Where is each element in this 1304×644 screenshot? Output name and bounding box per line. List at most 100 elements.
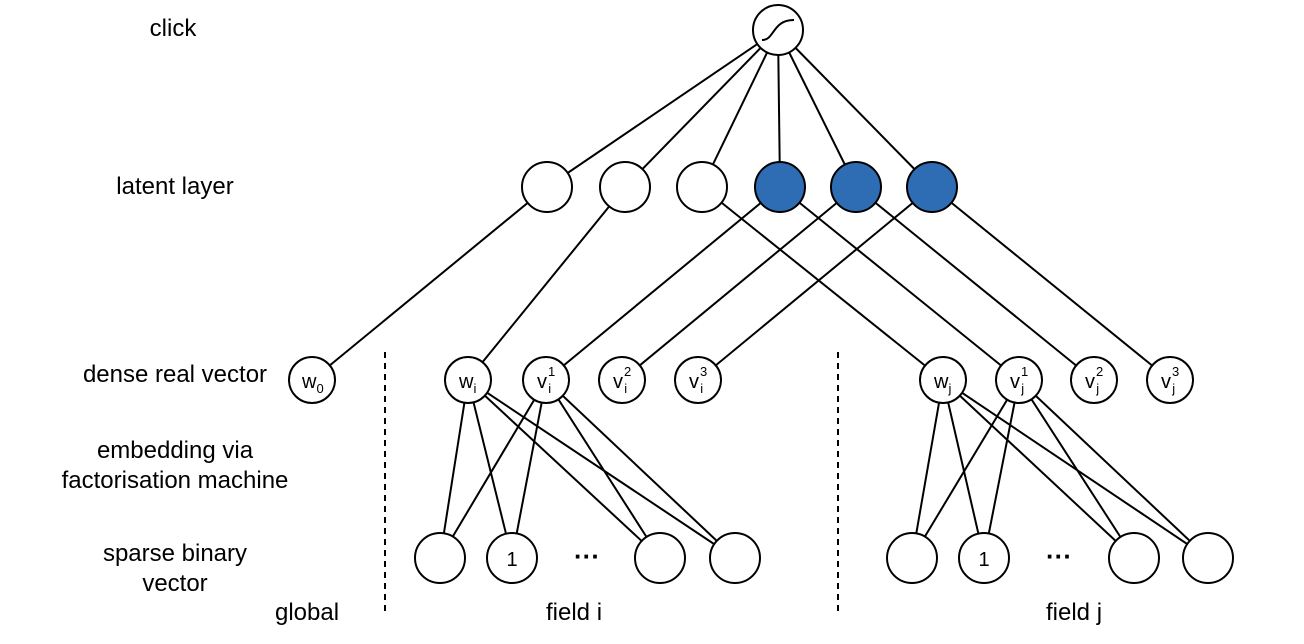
- edge-latent-dense: [779, 186, 1020, 381]
- edges: [311, 29, 1209, 559]
- sparse-node-active: 1: [958, 532, 1010, 584]
- dense-node-sub: j: [1095, 381, 1099, 396]
- sparse-node-active: 1: [486, 532, 538, 584]
- svg-text:v3j: v3j: [1161, 364, 1179, 396]
- sparse-node: [414, 532, 466, 584]
- dense-node-base: w: [458, 371, 474, 393]
- svg-text:v1j: v1 j: [1010, 364, 1028, 396]
- edge-click-latent: [701, 29, 779, 188]
- sparse-node-value: 1: [506, 549, 517, 571]
- edge-dense-sparse: [942, 379, 1135, 559]
- dense-node-base: v: [1010, 371, 1020, 393]
- sparse-node: [634, 532, 686, 584]
- dense-node-vi1: v1 i: [522, 356, 570, 404]
- dense-node-vj1: v1 j: [995, 356, 1043, 404]
- label-embedding: embedding via factorisation machine: [30, 436, 320, 496]
- latent-layer: [521, 161, 958, 213]
- dense-node-base: v: [689, 371, 699, 393]
- dense-node-w0: w0: [288, 356, 336, 404]
- latent-node-filled: [906, 161, 958, 213]
- edge-dense-sparse: [545, 379, 736, 559]
- dense-node-sup: 1: [548, 364, 555, 379]
- dense-node-sub: i: [548, 381, 551, 396]
- edge-dense-sparse: [1018, 379, 1135, 559]
- edge-latent-dense: [701, 186, 944, 381]
- latent-node: [521, 161, 573, 213]
- edge-dense-sparse: [511, 379, 547, 559]
- edge-click-latent: [777, 29, 781, 188]
- dense-node-base: v: [613, 371, 623, 393]
- label-embedding-line1: embedding via: [96, 437, 254, 464]
- edge-dense-sparse: [983, 379, 1020, 559]
- dense-node-sub: i: [700, 381, 703, 396]
- dense-node-sub: 0: [316, 381, 323, 396]
- dense-node-base: v: [1161, 371, 1171, 393]
- edge-dense-sparse: [467, 379, 661, 559]
- dense-node-wi: wi: [444, 356, 492, 404]
- dense-node-sub: i: [473, 381, 476, 396]
- edge-click-latent: [624, 29, 779, 188]
- sparse-node: [1108, 532, 1160, 584]
- label-field-i: field i: [546, 599, 603, 626]
- latent-node: [676, 161, 728, 213]
- edge-dense-sparse: [911, 379, 1020, 559]
- dense-node-sup: 1: [1021, 364, 1028, 379]
- edge-dense-sparse: [911, 379, 944, 559]
- svg-text:wi: wi: [458, 371, 476, 396]
- edge-click-latent: [777, 29, 933, 188]
- edge-dense-sparse: [467, 379, 736, 559]
- svg-text:wj: wj: [933, 371, 951, 396]
- label-sparse-line2: vector: [142, 570, 208, 597]
- dense-node-sub: j: [1020, 381, 1024, 396]
- edge-dense-sparse: [545, 379, 661, 559]
- dense-node-sub: i: [624, 381, 627, 396]
- edge-dense-sparse: [439, 379, 547, 559]
- sparse-node: [1182, 532, 1234, 584]
- dense-node-base: v: [1085, 371, 1095, 393]
- sigmoid-icon: [761, 19, 795, 41]
- edge-latent-dense: [855, 186, 1095, 381]
- dense-node-sup: 3: [700, 364, 707, 379]
- click-node: [752, 4, 804, 56]
- latent-node-filled: [830, 161, 882, 213]
- svg-text:v2i: v2 i: [613, 364, 631, 396]
- latent-node-filled: [754, 161, 806, 213]
- edge-dense-sparse: [942, 379, 985, 559]
- label-dense-real-vector: dense real vector: [82, 361, 268, 388]
- edge-latent-dense: [311, 186, 548, 381]
- svg-text:v3i: v3 i: [689, 364, 707, 396]
- dense-node-wj: wj: [919, 356, 967, 404]
- ellipsis-field-j: ···: [1046, 541, 1072, 571]
- ellipsis-field-i: ···: [574, 541, 600, 571]
- dense-node-base: w: [933, 371, 949, 393]
- edge-dense-sparse: [467, 379, 513, 559]
- label-embedding-line2: factorisation machine: [61, 467, 289, 494]
- dense-node-base: v: [537, 371, 547, 393]
- edge-click-latent: [546, 29, 779, 188]
- dense-node-vi2: v2 i: [598, 356, 646, 404]
- dense-node-sub: j: [1171, 381, 1175, 396]
- sparse-node: [709, 532, 761, 584]
- svg-text:v2j: v2 j: [1085, 364, 1103, 396]
- edge-latent-dense: [697, 186, 933, 381]
- dense-node-base: w: [301, 371, 317, 393]
- edge-latent-dense: [931, 186, 1171, 381]
- label-global: global: [275, 599, 340, 626]
- dense-node-sub: j: [947, 381, 951, 396]
- sparse-layer: 1 ··· 1 ···: [414, 532, 1234, 584]
- sparse-node-value: 1: [978, 549, 989, 571]
- label-click: click: [149, 15, 197, 42]
- dense-node-sup: 2: [1096, 364, 1103, 379]
- svg-text:w0: w0: [301, 371, 324, 396]
- label-latent-layer: latent layer: [116, 173, 234, 200]
- label-sparse-line1: sparse binary: [102, 540, 248, 567]
- label-field-j: field j: [1046, 599, 1103, 626]
- edge-dense-sparse: [439, 379, 469, 559]
- edge-click-latent: [777, 29, 857, 188]
- label-sparse-binary-vector: sparse binary vector: [70, 539, 280, 599]
- dense-node-vi3: v3 i: [674, 356, 722, 404]
- edge-latent-dense: [545, 186, 781, 381]
- dense-node-sup: 2: [624, 364, 631, 379]
